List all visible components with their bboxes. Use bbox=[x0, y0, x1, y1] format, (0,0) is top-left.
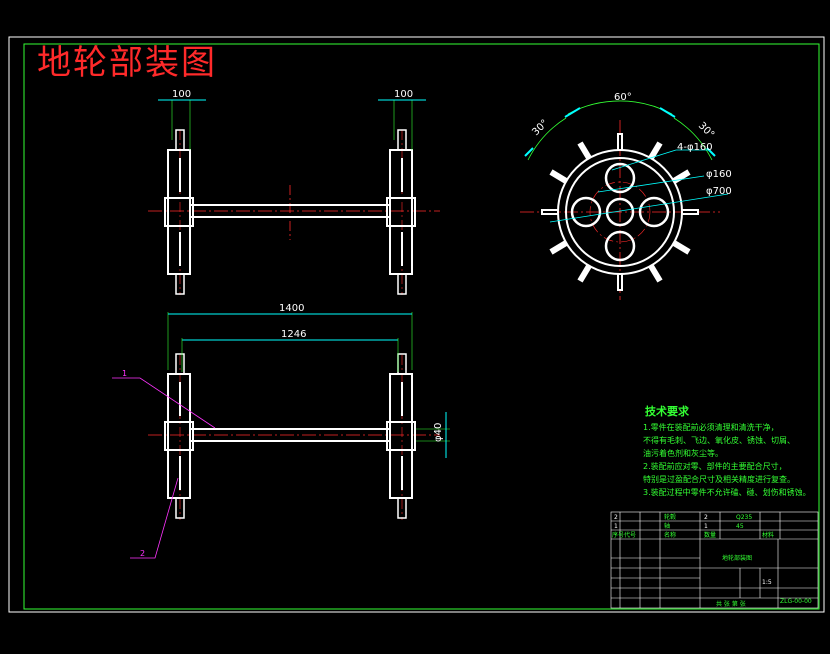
tb-row2-qty: 1 bbox=[704, 523, 708, 530]
note-line-3: 油污着色剂和灰尘等。 bbox=[643, 448, 723, 458]
tb-row2-name: 轴 bbox=[664, 522, 670, 530]
note-line-1: 1.零件在装配前必须清理和清洗干净， bbox=[643, 422, 779, 432]
tb-row1-qty: 2 bbox=[704, 514, 708, 521]
balloon-1: 1 bbox=[122, 369, 127, 378]
notes-heading: 技术要求 bbox=[645, 404, 690, 418]
dim-top-left: 100 bbox=[172, 89, 191, 100]
tb-drawing-no: ZLG-00-00 bbox=[780, 598, 812, 605]
dia-outer-dim: φ700 bbox=[706, 186, 732, 197]
balloon-2: 2 bbox=[140, 549, 145, 558]
note-line-4: 2.装配前应对零、部件的主要配合尺寸， bbox=[643, 461, 787, 471]
dim-top-right: 100 bbox=[394, 89, 413, 100]
tb-scale: 1:5 bbox=[762, 579, 772, 586]
tb-header-name: 名称 bbox=[664, 531, 676, 539]
angle-top: 60° bbox=[614, 92, 632, 103]
dim-inner: 1246 bbox=[281, 329, 306, 340]
note-line-2: 不得有毛刺、飞边、氧化皮、锈蚀、切屑、 bbox=[643, 435, 795, 445]
title-block bbox=[610, 511, 819, 609]
note-line-6: 3.装配过程中零件不允许磕、碰、划伤和锈蚀。 bbox=[643, 487, 811, 497]
holes-dim: 4-φ160 bbox=[677, 142, 713, 153]
outer-border bbox=[8, 36, 825, 613]
tb-row2-mat: 45 bbox=[736, 523, 744, 530]
drawing-title: 地轮部装图 bbox=[37, 43, 217, 83]
dia-inner-dim: φ160 bbox=[706, 169, 732, 180]
tb-row1-mat: Q235 bbox=[736, 514, 752, 521]
tb-header-code: 代号 bbox=[624, 531, 636, 539]
tb-row1-no: 2 bbox=[614, 514, 618, 521]
tb-row1-name: 轮毂 bbox=[664, 513, 676, 521]
angle-right: 30° bbox=[696, 120, 716, 140]
tb-drawing-name: 地轮部装图 bbox=[722, 554, 752, 562]
dim-shaft: φ40 bbox=[433, 423, 444, 442]
side-view bbox=[520, 100, 729, 300]
tb-sheet: 共 张 第 张 bbox=[716, 600, 746, 608]
tb-header-no: 序号 bbox=[612, 531, 624, 539]
inner-border bbox=[23, 43, 820, 610]
front-view bbox=[112, 312, 450, 559]
angle-left: 30° bbox=[530, 118, 550, 138]
tb-row2-no: 1 bbox=[614, 523, 618, 530]
dim-overall: 1400 bbox=[279, 303, 304, 314]
tb-header-mat: 材料 bbox=[762, 531, 774, 539]
top-view bbox=[148, 99, 440, 295]
tb-header-qty: 数量 bbox=[704, 531, 716, 539]
note-line-5: 特别是过盈配合尺寸及相关精度进行复查。 bbox=[643, 474, 795, 484]
